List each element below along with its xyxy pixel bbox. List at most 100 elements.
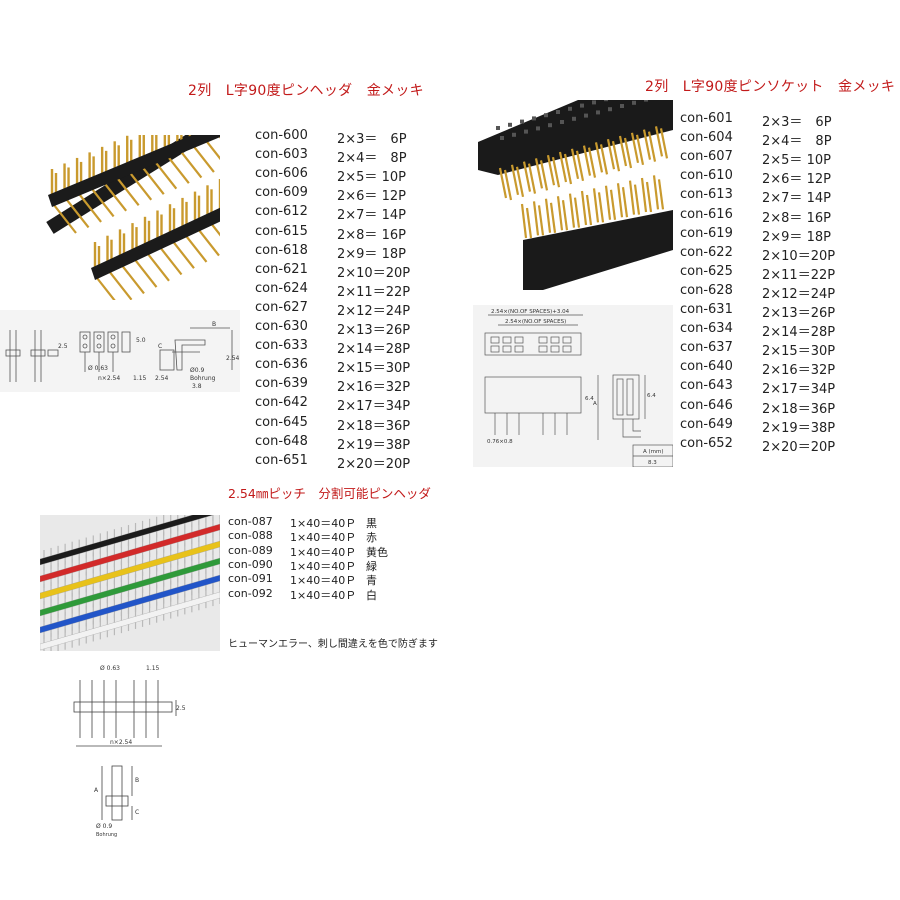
drawing-label: C [158, 343, 162, 350]
part-spec: 2×10＝20P [762, 248, 836, 264]
drawing-label: 0.76×0.8 [487, 439, 513, 445]
part-code: con-091 [228, 572, 273, 586]
part-code: con-625 [680, 263, 733, 279]
part-code: con-652 [680, 435, 733, 451]
pin-socket-drawing: 2.54×(NO.OF SPACES)+3.04 2.54×(NO.OF SPA… [473, 305, 673, 467]
drawing-label: Ø 0.63 [100, 665, 120, 672]
part-spec: 2×13＝26P [337, 323, 411, 338]
part-code: con-621 [255, 261, 308, 277]
part-spec: 2×6＝ 12P [762, 172, 831, 188]
part-spec: 2×19＝38P [762, 420, 836, 436]
part-code: con-613 [680, 187, 733, 203]
part-code: con-640 [680, 359, 733, 375]
part-color: 青 [366, 574, 377, 588]
pin-socket-photo [478, 100, 673, 290]
part-code: con-087 [228, 515, 273, 528]
part-code: con-646 [680, 397, 733, 413]
pin-header-drawing: 2.5 Ø 0.63 n×2.54 1.15 2.54 B 5.0 C 2.54… [0, 310, 240, 392]
drawing-label: 2.54×(NO.OF SPACES) [505, 319, 566, 325]
part-code: con-645 [255, 414, 308, 430]
drawing-label: 2.54 [226, 355, 240, 362]
drawing-label: B [212, 321, 216, 328]
part-code: con-088 [228, 529, 273, 543]
drawing-label: 6.4 [647, 393, 656, 399]
drawing-label: C [135, 809, 139, 816]
part-spec: 2×11＝22P [762, 267, 836, 283]
part-spec: 2×18＝36P [337, 418, 411, 434]
part-spec: 2×4＝ 8P [337, 151, 407, 167]
drawing-label: Ø 0.63 [88, 365, 108, 372]
part-spec: 2×8＝ 16P [762, 210, 831, 226]
part-spec: 2×6＝ 12P [337, 189, 406, 205]
part-spec: 2×3＝ 6P [337, 132, 407, 147]
drawing-label: 2.54 [155, 375, 169, 382]
part-spec: 2×19＝38P [337, 437, 411, 453]
part-code: con-600 [255, 128, 308, 143]
drawing-label: 3.8 [192, 383, 202, 390]
part-code: con-609 [255, 185, 308, 201]
pin-header-photo [40, 135, 220, 300]
drawing-label: 8.3 [648, 460, 657, 466]
part-spec: 2×7＝ 14P [762, 191, 831, 207]
part-spec: 2×9＝ 18P [762, 229, 831, 245]
part-color: 黒 [366, 517, 377, 530]
part-spec: 1×40＝40Ｐ [290, 517, 357, 530]
part-spec: 2×3＝ 6P [762, 115, 832, 130]
part-code: con-089 [228, 543, 273, 557]
part-code: con-628 [680, 282, 733, 298]
drawing-label: 1.15 [133, 375, 147, 382]
part-code: con-649 [680, 416, 733, 432]
part-code: con-090 [228, 557, 273, 571]
drawing-label: 2.54×(NO.OF SPACES)+3.04 [491, 309, 570, 315]
drawing-label: 6.4 [585, 396, 594, 402]
split-header-side-drawing: A B C Ø 0.9 Bohrung [92, 762, 152, 838]
part-code: con-610 [680, 168, 733, 184]
part-spec: 1×40＝40Ｐ [290, 559, 357, 573]
part-spec: 2×12＝24P [337, 303, 411, 319]
drawing-label: 2.5 [176, 705, 186, 712]
part-spec: 2×16＝32P [337, 380, 411, 396]
part-code: con-636 [255, 357, 308, 373]
part-code: con-607 [680, 149, 733, 165]
part-spec: 2×13＝26P [762, 306, 836, 321]
part-code: con-606 [255, 166, 308, 182]
part-code: con-624 [255, 280, 308, 296]
part-spec: 1×40＝40Ｐ [290, 588, 357, 602]
part-spec: 2×14＝28P [762, 325, 836, 341]
part-code: con-631 [680, 302, 733, 317]
part-code: con-634 [680, 321, 733, 337]
part-code: con-604 [680, 130, 733, 146]
part-spec: 2×15＝30P [337, 361, 411, 377]
drawing-label: 1.15 [146, 665, 160, 672]
drawing-label: A [94, 787, 99, 794]
part-code: con-633 [255, 338, 308, 354]
part-color: 赤 [366, 531, 377, 545]
part-code: con-092 [228, 586, 273, 600]
drawing-label: B [135, 777, 139, 784]
part-spec: 2×8＝ 16P [337, 227, 406, 243]
part-spec: 2×20＝20P [337, 456, 411, 472]
part-spec: 2×12＝24P [762, 286, 836, 302]
part-code: con-630 [255, 319, 308, 334]
drawing-label: n×2.54 [110, 739, 132, 746]
drawing-label: Bohrung [96, 832, 117, 838]
drawing-label: Ø0.9 [190, 367, 204, 374]
drawing-label: 5.0 [136, 337, 146, 344]
part-spec: 2×5＝ 10P [762, 153, 831, 169]
part-code: con-618 [255, 242, 308, 258]
part-color: 白 [366, 588, 377, 602]
part-spec: 2×17＝34P [337, 399, 411, 415]
part-spec: 2×16＝32P [762, 363, 836, 379]
part-code: con-601 [680, 111, 733, 126]
part-code: con-637 [680, 340, 733, 356]
drawing-label: 2.5 [58, 343, 68, 350]
part-code: con-651 [255, 452, 308, 468]
drawing-label: Ø 0.9 [96, 823, 112, 830]
part-spec: 2×20＝20P [762, 439, 836, 455]
part-code: con-615 [255, 223, 308, 239]
part-spec: 2×9＝ 18P [337, 246, 406, 262]
colored-header-photo [40, 515, 220, 651]
drawing-label: Bohrung [190, 375, 216, 382]
part-code: con-622 [680, 244, 733, 260]
drawing-label: A [593, 401, 597, 407]
